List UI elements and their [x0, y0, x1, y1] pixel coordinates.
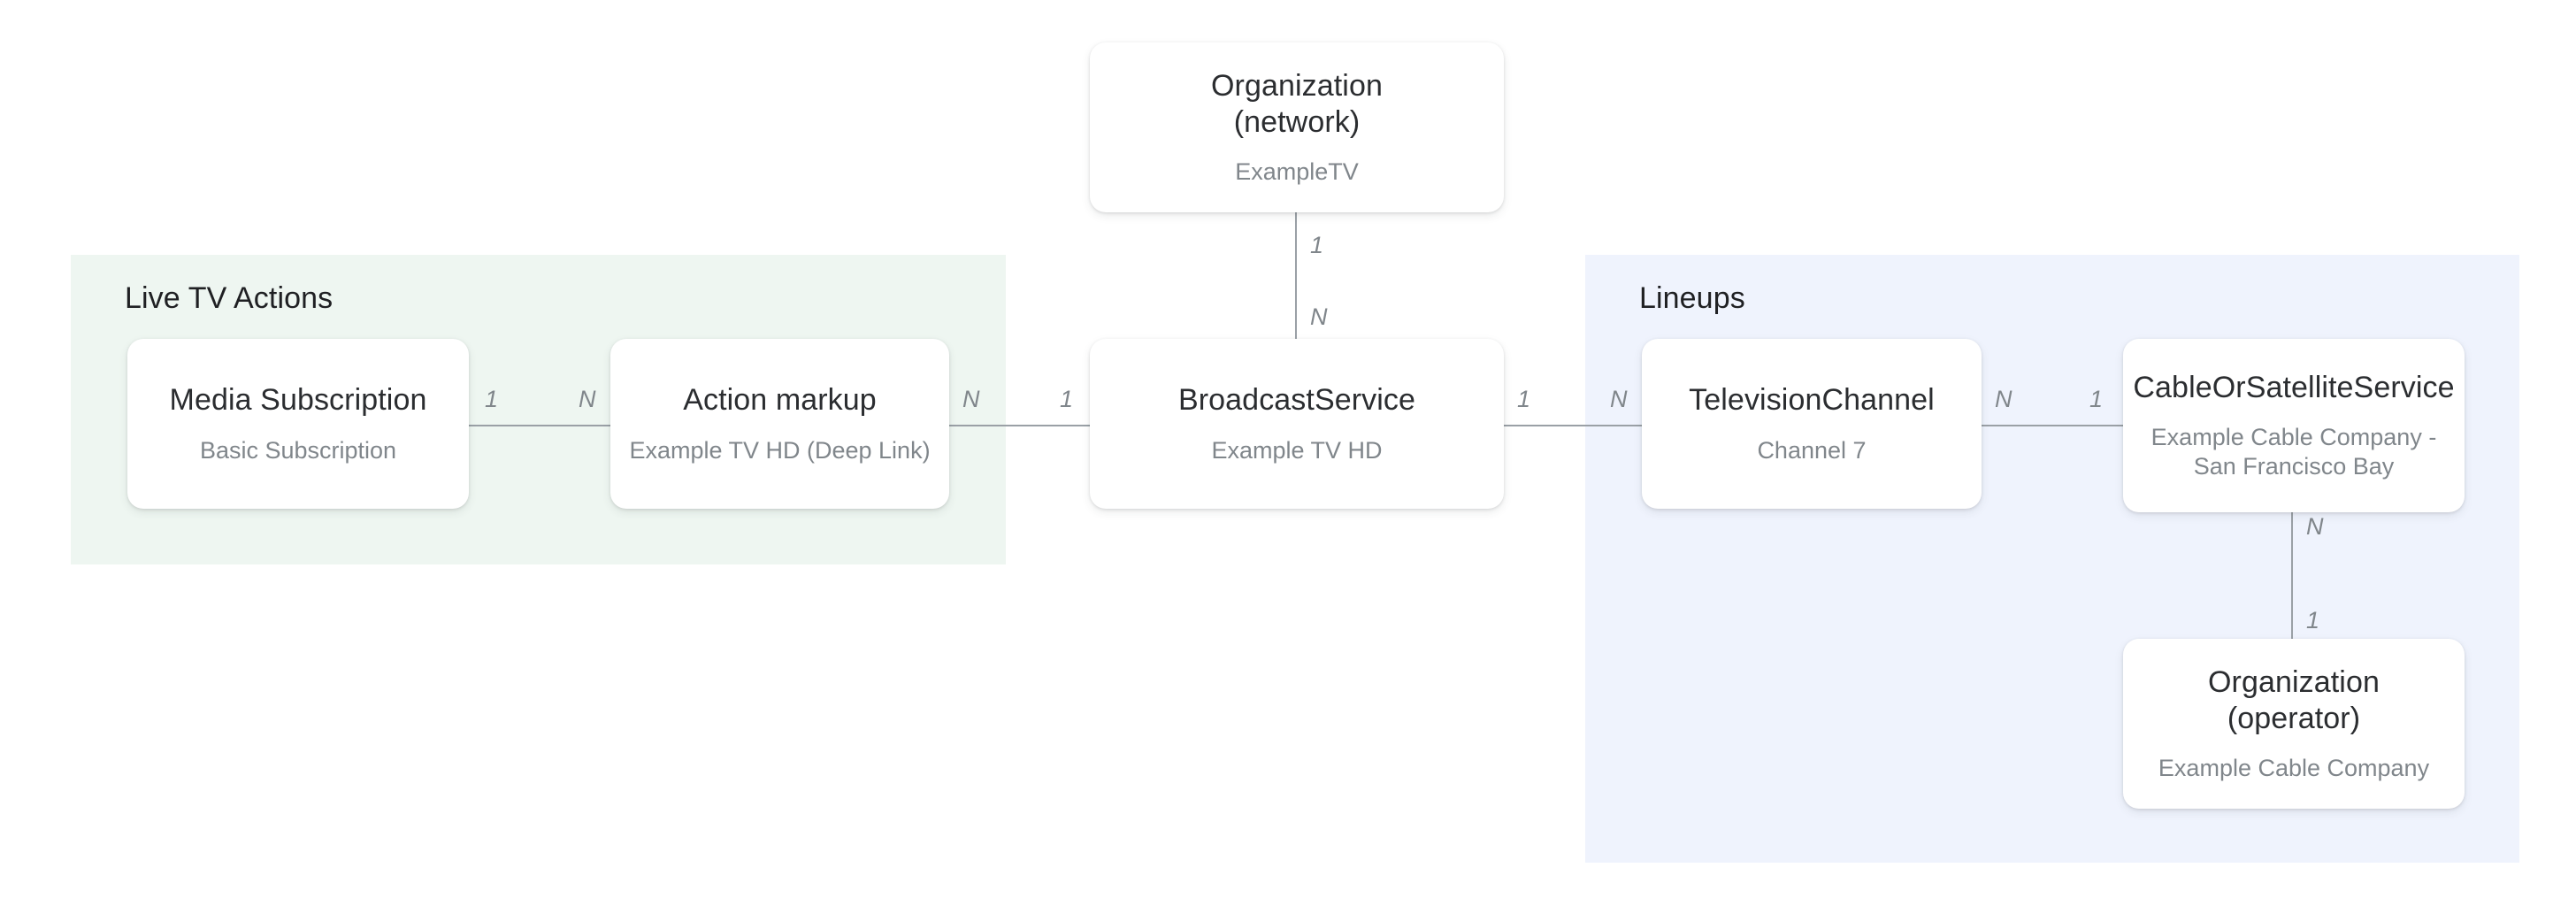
node-media-subscription[interactable]: Media Subscription Basic Subscription	[127, 339, 469, 509]
edge-label-organization-network-target-cardinality: N	[1310, 303, 1328, 330]
node-subtitle-organization-operator: Example Cable Company	[2158, 754, 2430, 781]
edge-label-media-subscription-source-cardinality: 1	[485, 386, 499, 412]
node-title-cable-or-satellite-service: CableOrSatelliteService	[2133, 371, 2455, 404]
node-subtitle-organization-network: ExampleTV	[1235, 157, 1359, 185]
edge-label-broadcast-service-source-cardinality: 1	[1517, 386, 1531, 412]
node-title-action-markup: Action markup	[683, 383, 877, 418]
node-subtitle-media-subscription: Basic Subscription	[199, 436, 397, 464]
edge-label-action-markup-source-cardinality: N	[962, 386, 980, 412]
node-subtitle-line-1: Example Cable Company -	[2150, 424, 2437, 451]
node-title-television-channel: TelevisionChannel	[1689, 383, 1935, 418]
edge-label-television-channel-target-cardinality: 1	[2089, 386, 2104, 412]
node-title-organization-operator: Organization (operator)	[2208, 665, 2380, 735]
node-organization-operator[interactable]: Organization (operator) Example Cable Co…	[2123, 639, 2465, 809]
edge-label-action-markup-target-cardinality: 1	[1060, 386, 1074, 412]
node-title-organization-network: Organization (network)	[1211, 68, 1383, 139]
node-cable-or-satellite-service[interactable]: CableOrSatelliteService Example Cable Co…	[2123, 339, 2465, 512]
node-subtitle-television-channel: Channel 7	[1757, 436, 1867, 464]
edge-broadcast-service-to-television-channel	[1502, 425, 1644, 426]
node-action-markup[interactable]: Action markup Example TV HD (Deep Link)	[610, 339, 949, 509]
edge-organization-network-to-broadcast-service	[1295, 212, 1297, 341]
edge-label-media-subscription-target-cardinality: N	[579, 386, 596, 412]
edge-label-television-channel-source-cardinality: N	[1995, 386, 2012, 412]
edge-television-channel-to-cable-or-satellite-service	[1980, 425, 2127, 426]
node-television-channel[interactable]: TelevisionChannel Channel 7	[1642, 339, 1982, 509]
edge-label-organization-network-source-cardinality: 1	[1310, 232, 1324, 258]
node-subtitle-action-markup: Example TV HD (Deep Link)	[629, 436, 931, 464]
edge-label-broadcast-service-target-cardinality: N	[1610, 386, 1628, 412]
edge-label-cable-or-satellite-service-source-cardinality: N	[2306, 513, 2324, 540]
group-title-live-tv-actions: Live TV Actions	[125, 281, 334, 315]
node-title-line-1: Organization	[1211, 69, 1383, 104]
node-organization-network[interactable]: Organization (network) ExampleTV	[1090, 42, 1504, 212]
edge-label-cable-or-satellite-service-target-cardinality: 1	[2306, 607, 2320, 633]
node-subtitle-broadcast-service: Example TV HD	[1211, 436, 1383, 464]
node-title-broadcast-service: BroadcastService	[1177, 383, 1416, 418]
node-broadcast-service[interactable]: BroadcastService Example TV HD	[1090, 339, 1504, 509]
node-title-line-2: (network)	[1233, 104, 1361, 139]
node-title-media-subscription: Media Subscription	[169, 383, 427, 418]
node-subtitle-line-2: San Francisco Bay	[2193, 453, 2395, 480]
edge-cable-or-satellite-service-to-organization-operator	[2291, 511, 2293, 640]
node-subtitle-cable-or-satellite-service: Example Cable Company - San Francisco Ba…	[2151, 423, 2437, 481]
group-title-lineups: Lineups	[1639, 281, 1745, 315]
edge-media-subscription-to-action-markup	[467, 425, 614, 426]
edge-action-markup-to-broadcast-service	[947, 425, 1093, 426]
